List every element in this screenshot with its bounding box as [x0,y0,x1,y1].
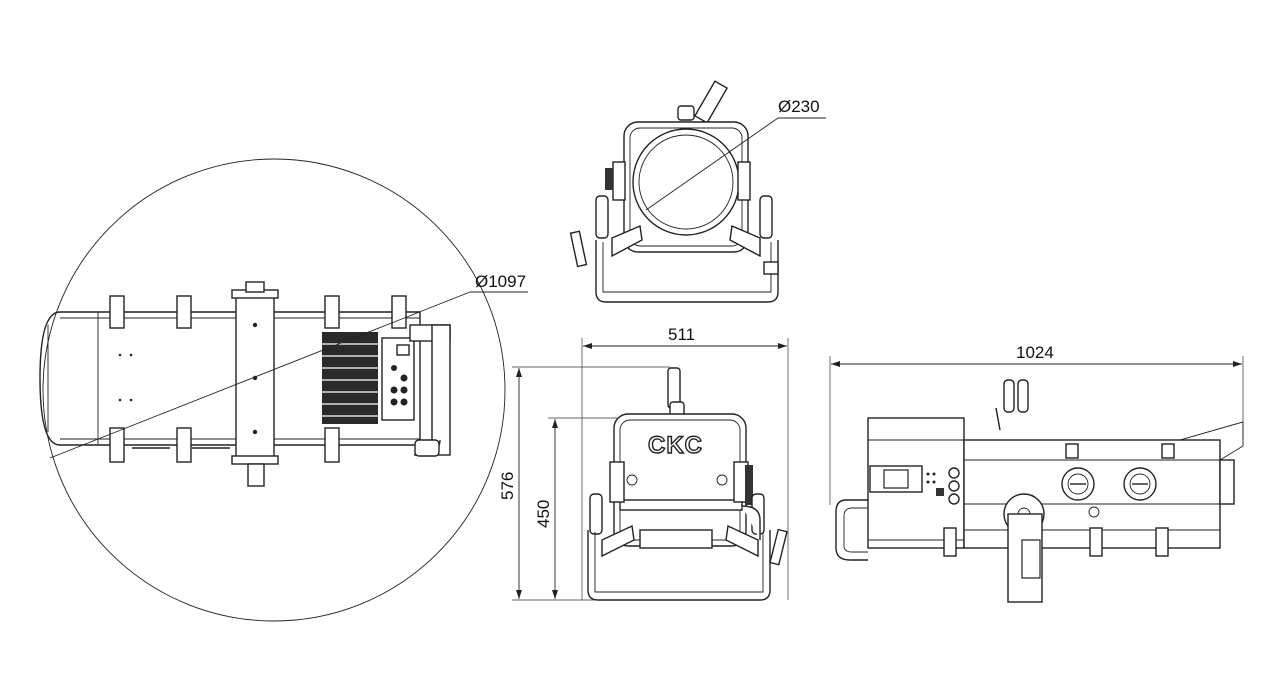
barrel-body [39,311,421,446]
front-view: 511 576 450 CKC [498,325,789,601]
diameter-line [49,291,471,459]
side-view: 1024 [829,343,1244,603]
swing-circle [42,158,506,622]
rail-clamp [324,295,340,329]
rail-clamp [324,427,340,463]
lens-diameter-label: Ø230 [778,97,820,116]
front-yoke [587,530,771,601]
body-height-label: 450 [534,500,553,528]
screw-dots [118,353,133,402]
logo-text: CKC [648,432,703,459]
vent-grille [322,332,378,424]
rail-clamp [176,295,192,329]
overall-height-label: 576 [498,472,517,500]
rail-clamp [109,427,125,463]
front-view-lens: Ø230 [569,80,826,303]
top-view: Ø1097 [39,158,528,622]
width-label: 511 [668,325,695,344]
length-label: 1024 [1016,343,1054,362]
swing-diameter-label: Ø1097 [475,272,526,291]
rail-clamp [109,295,125,329]
rail-clamp [176,427,192,463]
lens-yoke [595,240,779,303]
rail-clamp [391,295,407,329]
logo-badge [646,430,710,458]
